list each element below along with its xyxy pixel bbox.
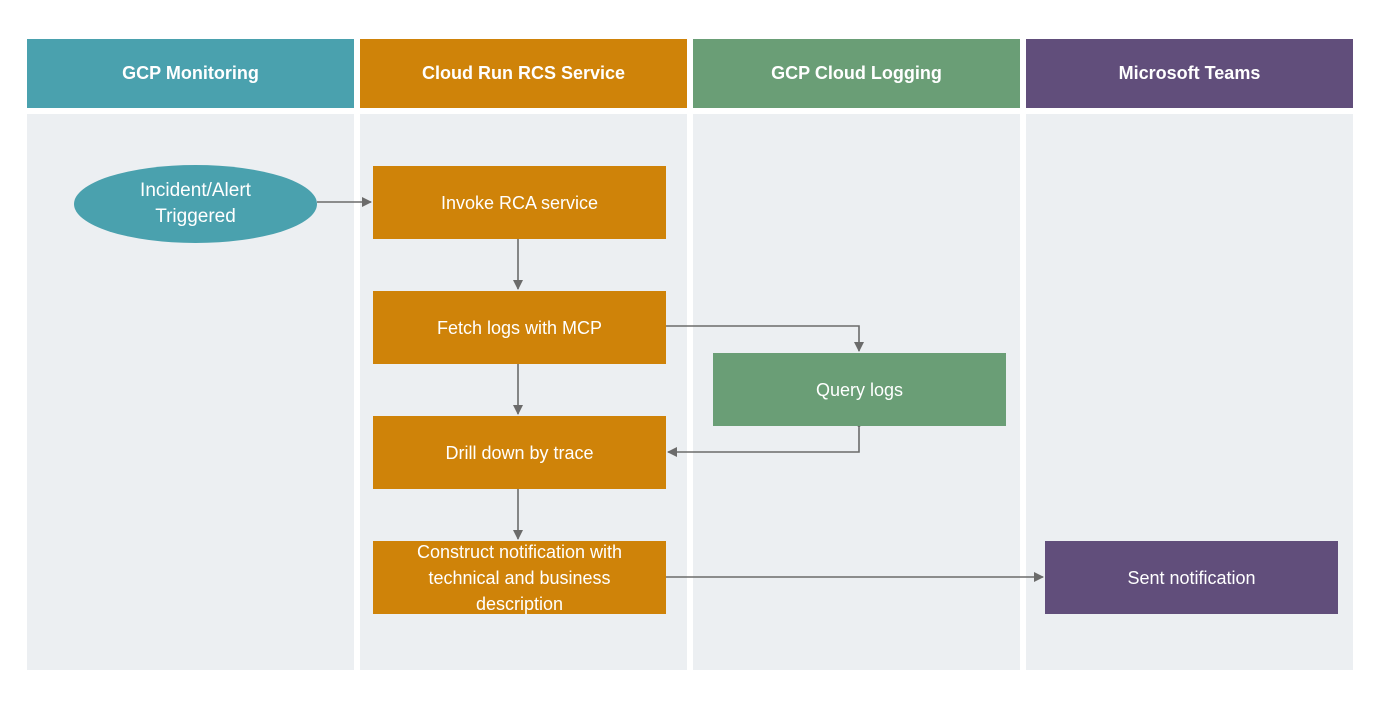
query-logs-node: Query logs bbox=[713, 353, 1006, 426]
lane-header-gcp-cloud-logging: GCP Cloud Logging bbox=[693, 39, 1020, 108]
invoke-rca-service-node: Invoke RCA service bbox=[373, 166, 666, 239]
lane-header-microsoft-teams: Microsoft Teams bbox=[1026, 39, 1353, 108]
fetch-logs-with-mcp-node: Fetch logs with MCP bbox=[373, 291, 666, 364]
incident-alert-triggered-node: Incident/Alert Triggered bbox=[74, 165, 317, 243]
lane-header-gcp-monitoring: GCP Monitoring bbox=[27, 39, 354, 108]
lane-header-cloud-run-rcs-service: Cloud Run RCS Service bbox=[360, 39, 687, 108]
sent-notification-node: Sent notification bbox=[1045, 541, 1338, 614]
drill-down-by-trace-node: Drill down by trace bbox=[373, 416, 666, 489]
arrow-query-to-drill bbox=[667, 419, 864, 457]
construct-notification-node: Construct notification with technical an… bbox=[373, 541, 666, 614]
arrow-fetch-to-query bbox=[666, 325, 864, 352]
